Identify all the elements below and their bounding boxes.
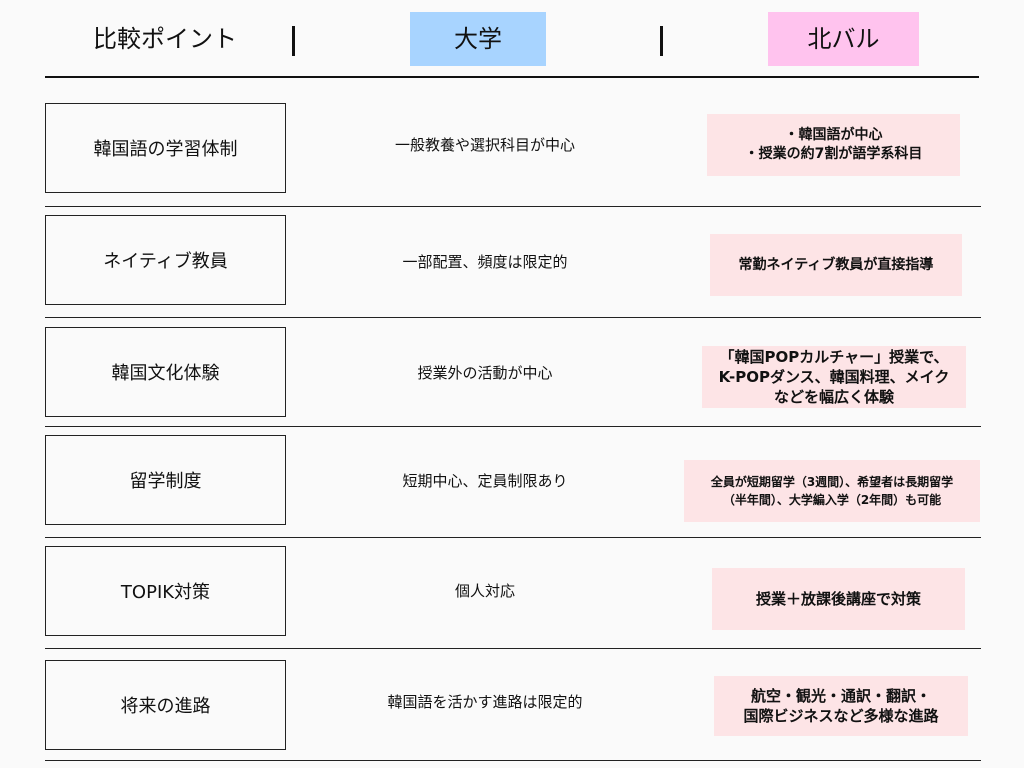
row-label-career: 将来の進路 [45, 660, 286, 750]
header-kitabaru: 北バル [768, 12, 919, 66]
row-divider [45, 426, 981, 427]
header-comparison-point: 比較ポイント [93, 25, 237, 53]
row-label-topik: TOPIK対策 [45, 546, 286, 636]
row-divider [45, 317, 981, 318]
row-univ-topik: 個人対応 [454, 582, 515, 600]
row-univ-career: 韓国語を活かす進路は限定的 [387, 693, 583, 711]
header-separator [660, 26, 663, 56]
row-label-native-teacher: ネイティブ教員 [45, 215, 286, 305]
row-label-korean-study: 韓国語の学習体制 [45, 103, 286, 193]
row-divider [45, 537, 981, 538]
row-divider [45, 648, 981, 649]
header-rule [45, 76, 979, 78]
row-univ-study-abroad: 短期中心、定員制限あり [402, 472, 568, 490]
row-label-study-abroad: 留学制度 [45, 435, 286, 525]
row-kitabaru-native-teacher: 常勤ネイティブ教員が直接指導 [710, 234, 962, 296]
row-univ-korean-study: 一般教養や選択科目が中心 [394, 136, 575, 154]
header-separator [292, 26, 295, 56]
row-kitabaru-study-abroad: 全員が短期留学（3週間）、希望者は長期留学 （半年間）、大学編入学（2年間）も可… [684, 460, 980, 522]
row-label-culture: 韓国文化体験 [45, 327, 286, 417]
row-kitabaru-culture: 「韓国POPカルチャー」授業で、 K-POPダンス、韓国料理、メイク などを幅広… [702, 346, 966, 408]
header-university: 大学 [410, 12, 546, 66]
row-kitabaru-korean-study: ・韓国語が中心 ・授業の約7割が語学系科目 [707, 114, 960, 176]
row-divider [45, 760, 981, 761]
row-kitabaru-career: 航空・観光・通訳・翻訳・ 国際ビジネスなど多様な進路 [714, 676, 968, 736]
row-kitabaru-topik: 授業＋放課後講座で対策 [712, 568, 965, 630]
row-univ-culture: 授業外の活動が中心 [417, 364, 553, 382]
row-univ-native-teacher: 一部配置、頻度は限定的 [402, 253, 568, 271]
row-divider [45, 206, 981, 207]
